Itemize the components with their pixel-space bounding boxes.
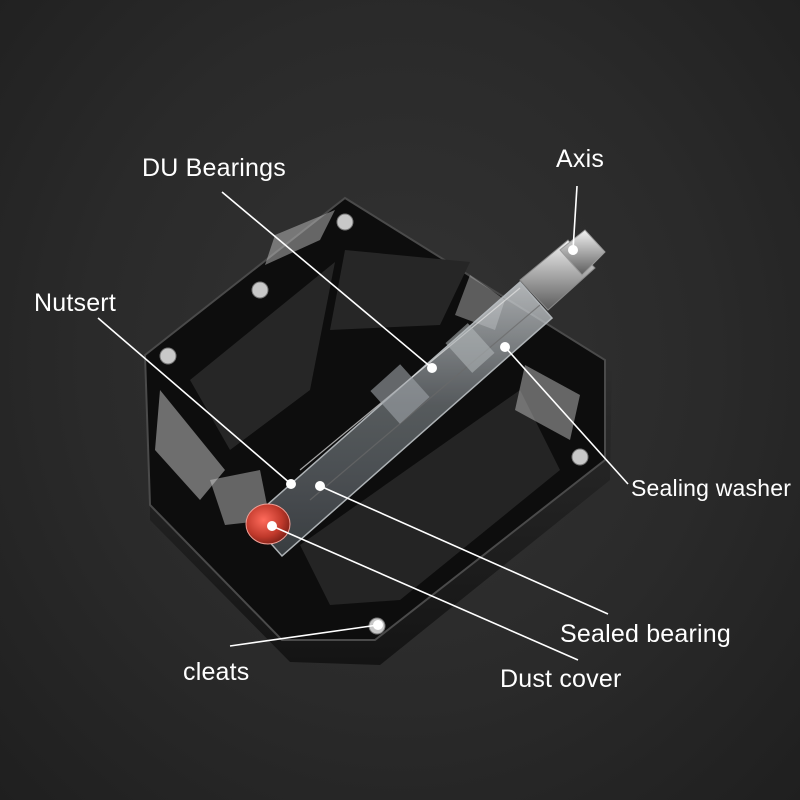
callout-lines — [97, 185, 629, 661]
callout-dots — [267, 245, 578, 630]
dust-cover-label: Dust cover — [500, 665, 622, 693]
nutsert-label: Nutsert — [34, 289, 116, 317]
axis-label: Axis — [556, 145, 605, 173]
du-bearings-label: DU Bearings — [142, 154, 286, 182]
sealed-bearing-label: Sealed bearing — [560, 620, 731, 648]
sealing-washer-label: Sealing washer — [631, 475, 792, 501]
cleats-label: cleats — [183, 658, 250, 686]
axle-assembly — [245, 229, 606, 558]
